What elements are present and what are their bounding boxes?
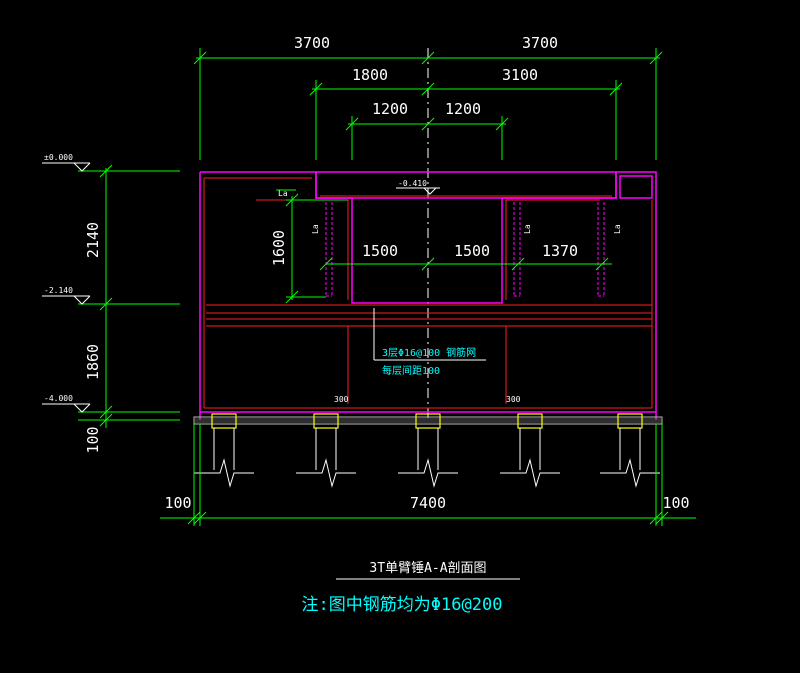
- pile-1: [194, 413, 254, 488]
- dim-left-upper: 2140: [84, 222, 102, 258]
- elevation-mid: -2.140: [44, 286, 73, 295]
- elevation-top: ±0.000: [44, 153, 73, 162]
- left-dimension-chain: [42, 162, 180, 428]
- pit-elevation-marker: [396, 187, 440, 195]
- rebar-dowels: [325, 202, 605, 297]
- elevation-bottom: -4.000: [44, 394, 73, 403]
- dim-pit-left: 1500: [362, 242, 398, 260]
- dim-top-right: 3700: [522, 34, 558, 52]
- dim-right-span: 1370: [542, 242, 578, 260]
- foundation-outline: [199, 171, 657, 420]
- dim-bottom-right: 100: [662, 494, 689, 512]
- dim-bottom-total: 7400: [410, 494, 446, 512]
- dim-pit-right: 1500: [454, 242, 490, 260]
- lap-label-dowel-1: La: [311, 224, 320, 234]
- lap-label-dowel-3: La: [613, 224, 622, 234]
- dim-top-left: 3700: [294, 34, 330, 52]
- dim-left-lower: 1860: [84, 344, 102, 380]
- dim-mid-left: 1800: [352, 66, 388, 84]
- annotation-line-1: 3层Φ16@100 钢筋网: [382, 346, 476, 359]
- pile-5: [600, 413, 660, 488]
- pit-top-elevation: -0.410: [398, 179, 427, 188]
- annotation-line-2: 每层间距100: [382, 364, 440, 377]
- lap-label-dowel-2: La: [523, 224, 532, 234]
- dim-bottom-left: 100: [164, 494, 191, 512]
- dim-inner-left: 1200: [372, 100, 408, 118]
- base-slab: [193, 416, 663, 425]
- pile-3: [398, 413, 458, 488]
- spacing-label-right: 300: [506, 395, 521, 404]
- dim-pit-height: 1600: [270, 230, 288, 266]
- dim-left-bottom: 100: [84, 426, 102, 453]
- piles: [194, 413, 660, 488]
- pile-4: [500, 413, 560, 488]
- annotation-leader: [373, 308, 486, 361]
- top-dimension-chains: [193, 48, 663, 420]
- drawing-note: 注:图中钢筋均为Φ16@200: [302, 595, 503, 615]
- dim-mid-right: 3100: [502, 66, 538, 84]
- pile-2: [296, 413, 356, 488]
- rebar-lines: [203, 177, 653, 409]
- bottom-dimension-chain: [160, 424, 696, 526]
- lap-label-left: La: [278, 189, 288, 198]
- pit-dimensions: [276, 189, 612, 304]
- spacing-label-left: 300: [334, 395, 349, 404]
- dim-inner-right: 1200: [445, 100, 481, 118]
- drawing-title: 3T单臂锤A-A剖面图: [369, 561, 486, 576]
